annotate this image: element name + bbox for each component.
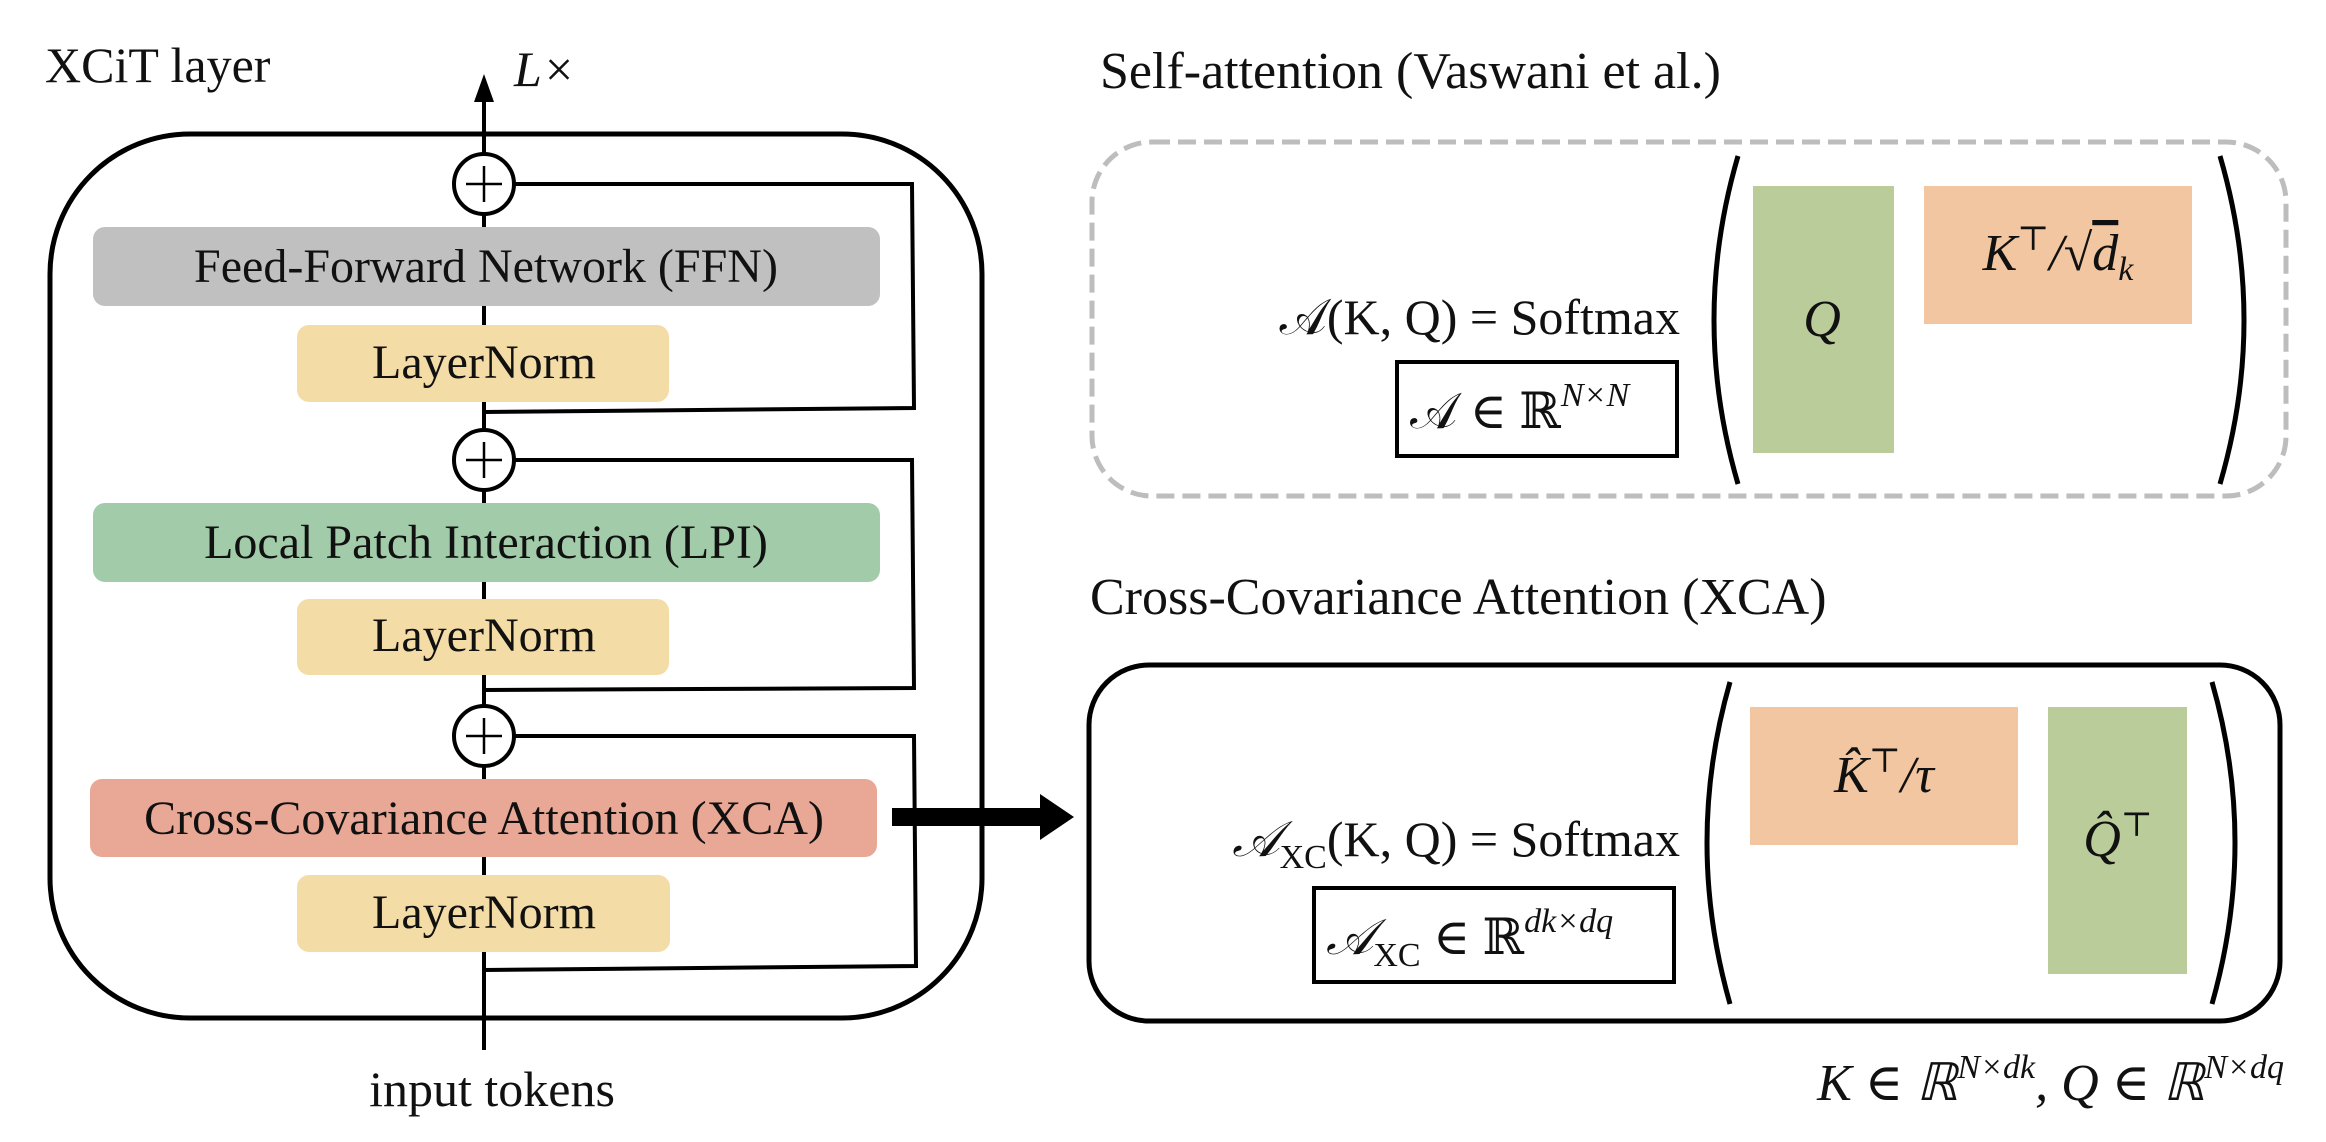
xca-label: Cross-Covariance Attention (XCA) bbox=[144, 792, 824, 845]
q-hat-transpose-matrix: Q̂⊤ bbox=[2048, 707, 2187, 974]
add-node-middle bbox=[452, 428, 516, 492]
xca-block: Cross-Covariance Attention (XCA) bbox=[90, 779, 877, 857]
q-hat-transpose-label: Q̂⊤ bbox=[2083, 807, 2153, 868]
xcit-layer-container bbox=[47, 131, 985, 1021]
add-node-bottom bbox=[452, 704, 516, 768]
xca-box bbox=[90, 779, 877, 857]
input-tokens-label: input tokens bbox=[369, 1061, 615, 1117]
dimension-footnote: K ∈ ℝN×dk, Q ∈ ℝN×dq bbox=[1816, 1049, 2284, 1112]
xca-title: Cross-Covariance Attention (XCA) bbox=[1090, 569, 1827, 626]
xca-right-paren bbox=[2209, 681, 2238, 1005]
output-arrowhead-icon bbox=[474, 74, 494, 102]
self-attention-dim-text: 𝒜 ∈ ℝN×N bbox=[1410, 377, 1631, 439]
self-attention-box bbox=[1089, 139, 2289, 499]
layernorm-3-block: LayerNorm bbox=[297, 875, 670, 952]
k-transpose-matrix: K⊤/√dk bbox=[1924, 186, 2192, 324]
q-label: Q bbox=[1803, 291, 1841, 348]
add-node-top bbox=[452, 152, 516, 216]
self-attention-formula: 𝒜(K, Q) = Softmax bbox=[1280, 289, 1680, 345]
lpi-block: Local Patch Interaction (LPI) bbox=[93, 503, 880, 582]
residual-skip-xca bbox=[483, 734, 919, 972]
ffn-box bbox=[93, 227, 880, 306]
k-hat-transpose-label: K̂⊤/τ bbox=[1833, 743, 1936, 804]
lpi-label: Local Patch Interaction (LPI) bbox=[204, 516, 768, 569]
right-paren bbox=[2217, 155, 2247, 485]
xca-left-paren bbox=[1704, 681, 1733, 1005]
repeat-label: L× bbox=[513, 41, 576, 97]
self-attention-title: Self-attention (Vaswani et al.) bbox=[1100, 43, 1721, 100]
self-attention-dim-box: 𝒜 ∈ ℝN×N bbox=[1395, 360, 1679, 458]
layernorm-2-box bbox=[297, 599, 669, 675]
layernorm-1-box bbox=[297, 325, 669, 402]
q-matrix: Q bbox=[1753, 186, 1894, 453]
layernorm-1-label: LayerNorm bbox=[372, 336, 596, 389]
layernorm-3-label: LayerNorm bbox=[372, 886, 596, 939]
xcit-layer-title: XCiT layer bbox=[45, 37, 271, 93]
xca-detail-arrowhead-icon bbox=[1040, 794, 1074, 840]
layernorm-3-box bbox=[297, 875, 670, 952]
layernorm-2-label: LayerNorm bbox=[372, 609, 596, 662]
ffn-block: Feed-Forward Network (FFN) bbox=[93, 227, 880, 306]
k-hat-transpose-matrix: K̂⊤/τ bbox=[1750, 707, 2018, 845]
ffn-label: Feed-Forward Network (FFN) bbox=[194, 240, 778, 293]
residual-skip-ffn bbox=[483, 182, 917, 414]
left-paren bbox=[1711, 155, 1741, 485]
xca-dim-text: 𝒜XC ∈ ℝdk×dq bbox=[1326, 903, 1613, 974]
lpi-box bbox=[93, 503, 880, 582]
xca-formula: 𝒜XC(K, Q) = Softmax bbox=[1232, 811, 1680, 876]
residual-skip-lpi bbox=[483, 458, 917, 692]
xca-detail-arrow-shaft bbox=[892, 808, 1042, 826]
xca-dim-box: 𝒜XC ∈ ℝdk×dq bbox=[1312, 886, 1676, 984]
layernorm-1-block: LayerNorm bbox=[297, 325, 669, 402]
xca-detail-box bbox=[1086, 662, 2283, 1024]
k-transpose-label: K⊤/√dk bbox=[1982, 221, 2135, 288]
layernorm-2-block: LayerNorm bbox=[297, 599, 669, 675]
